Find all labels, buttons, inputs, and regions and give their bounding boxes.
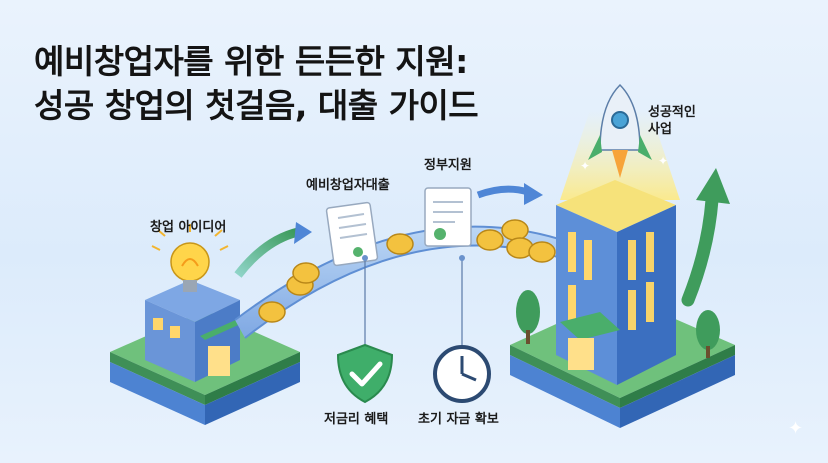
coin-icon [258,219,556,323]
label-idea: 창업 아이디어 [150,220,227,235]
shield-check-icon [336,343,394,404]
idea-building [145,280,245,382]
clock-icon [433,345,491,403]
rocket-icon: ✦ ✦ [580,83,668,178]
label-success: 성공적인 사업 [648,105,696,137]
lightbulb-icon [151,224,229,292]
label-low-interest: 저금리 혜택 [324,412,389,427]
sparkle-icon: ✦ [788,418,803,439]
label-loan: 예비창업자대출 [306,178,390,193]
arrow-right-head [294,222,312,244]
arrow-top-head [524,183,543,205]
svg-text:✦: ✦ [580,159,590,173]
arrow-up-icon [681,168,730,307]
svg-text:✦: ✦ [658,154,668,168]
success-building [556,180,676,385]
title-line-2: 성공 창업의 첫걸음, 대출 가이드 [34,86,479,125]
arrow-right-icon [234,227,300,278]
page-title: 예비창업자를 위한 든든한 지원: 성공 창업의 첫걸음, 대출 가이드 [34,40,479,128]
label-initial-funds: 초기 자금 확보 [418,412,499,427]
arrow-top-icon [476,185,530,199]
title-line-1: 예비창업자를 위한 든든한 지원: [34,42,468,81]
document-icon [325,187,472,267]
label-gov-support: 정부지원 [424,158,472,173]
